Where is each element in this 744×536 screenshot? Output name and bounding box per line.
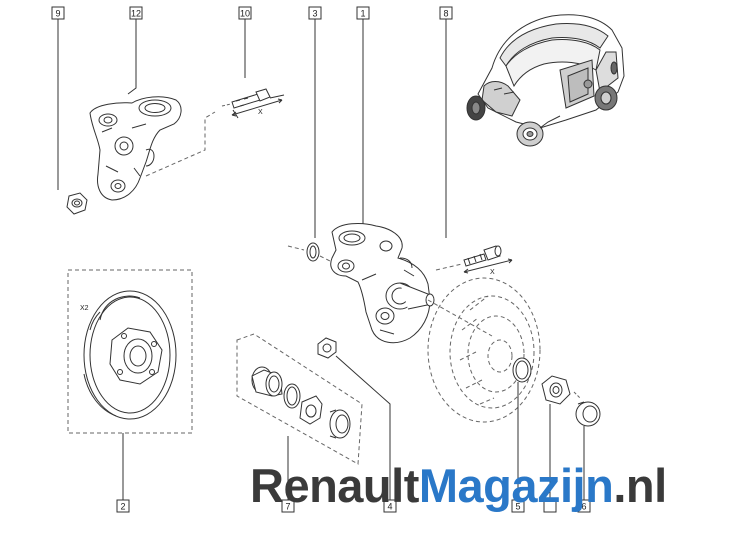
callout-5-label: 5 [515,502,520,512]
part-6-dust-cap [575,401,601,500]
callout-4[interactable]: 4 [383,499,397,513]
watermark-logo: RenaultMagazijn.nl [250,462,667,509]
callout-2[interactable]: 2 [116,499,130,513]
part-7-bearing-kit-box [236,333,363,465]
callout-10-label: 10 [240,9,250,19]
callout-9[interactable]: 9 [51,6,65,20]
callout-12-label: 12 [131,9,141,19]
callout-6-label: 6 [581,502,586,512]
callout-3-label: 3 [312,9,317,19]
callout-6[interactable]: 6 [577,499,591,513]
callout-7[interactable]: 7 [281,499,295,513]
callout-8-label: 8 [443,9,448,19]
callout-8[interactable]: 8 [439,6,453,20]
part-12-knuckle [89,96,182,201]
callout-10[interactable]: 10 [238,6,252,20]
drum-quantity-label: X2 [80,305,89,312]
callout-2-label: 2 [120,502,125,512]
part-8-bolt: X [435,245,513,276]
callout-nut-box[interactable] [543,499,557,513]
callout-12[interactable]: 12 [129,6,143,20]
bolt-8-dimension-label: X [490,269,495,276]
watermark-part2: Magazijn [418,459,614,512]
callout-1-label: 1 [360,9,365,19]
watermark-part3: .nl [613,459,667,512]
callout-3[interactable]: 3 [308,6,322,20]
car-illustration [466,14,625,147]
part-9-nut [66,192,88,215]
part-2-brake-drum-box: X2 [67,269,193,434]
part-5-circlip [512,357,532,500]
bolt-10-dimension-label: X [258,109,263,116]
part-3-circlip [287,242,333,263]
callout-4-label: 4 [387,502,392,512]
callout-9-label: 9 [55,9,60,19]
callout-5[interactable]: 5 [511,499,525,513]
watermark-part1: Renault [250,459,419,512]
part-1-hub-carrier [330,223,493,344]
hub-nut [541,375,581,500]
callout-1[interactable]: 1 [356,6,370,20]
callout-7-label: 7 [285,502,290,512]
brake-drum-dashed [427,277,541,423]
part-4-nut [317,337,391,500]
part-10-bolt: X [221,88,285,119]
